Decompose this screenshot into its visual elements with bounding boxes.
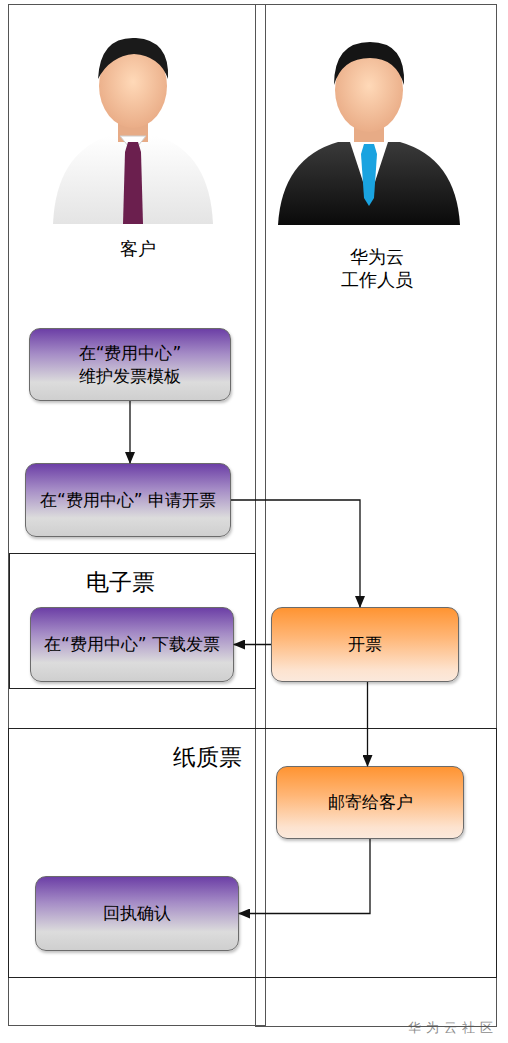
process-box: 回执确认 [35, 876, 239, 951]
lane-heading: 客户 [9, 237, 267, 260]
box-label: 在“费用中心” 维护发票模板 [30, 342, 230, 386]
process-box: 邮寄给客户 [276, 766, 464, 839]
flow-arrow [367, 682, 368, 766]
process-box: 在“费用中心” 下载发票 [30, 607, 234, 682]
flow-arrow [239, 839, 370, 914]
lane-heading: 华为云 工作人员 [317, 245, 437, 292]
watermark: 华为云社区 [408, 1019, 498, 1037]
process-box: 开票 [271, 607, 459, 682]
band-heading: 纸质票 [173, 743, 242, 773]
flow-arrow [129, 401, 130, 463]
box-label: 开票 [342, 633, 388, 655]
box-label: 邮寄给客户 [322, 791, 419, 813]
box-label: 回执确认 [97, 902, 177, 924]
box-label: 在“费用中心” 下载发票 [38, 633, 226, 655]
customer-illustration [48, 24, 218, 224]
group-band: 电子票在“费用中心” 下载发票 [9, 553, 256, 689]
process-box: 在“费用中心” 维护发票模板 [29, 328, 231, 401]
band-heading: 电子票 [86, 568, 155, 598]
watermark-text: 华为云社区 [408, 1020, 498, 1035]
group-band: 纸质票邮寄给客户回执确认 [8, 728, 497, 978]
box-label: 在“费用中心” 申请开票 [34, 489, 222, 511]
staff-illustration [276, 30, 462, 230]
process-box: 在“费用中心” 申请开票 [25, 463, 231, 537]
